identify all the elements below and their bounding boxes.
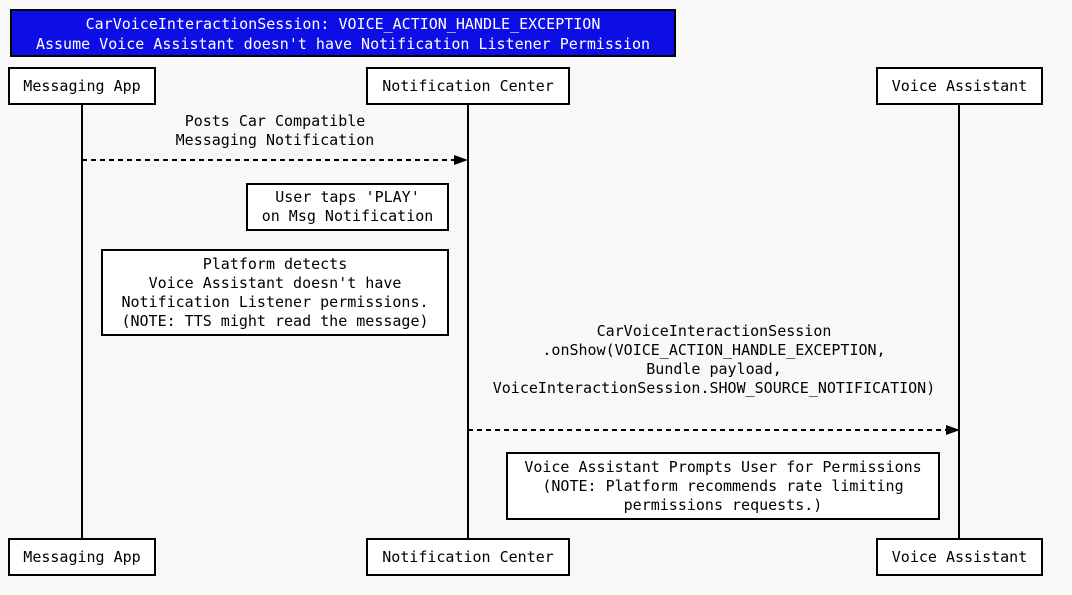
note-line: (NOTE: Platform recommends rate limiting xyxy=(542,477,904,495)
lifeline-voice-assistant xyxy=(958,105,960,538)
actor-voice-assistant-top: Voice Assistant xyxy=(876,67,1043,105)
note-line: Voice Assistant Prompts User for Permiss… xyxy=(524,458,922,476)
note-line: Notification Listener permissions. xyxy=(121,293,429,311)
actor-label: Voice Assistant xyxy=(891,548,1028,566)
note-user-taps-play: User taps 'PLAY' on Msg Notification xyxy=(246,183,449,231)
message-1-label-line1: Posts Car Compatible xyxy=(184,112,366,130)
message-1-arrow-line xyxy=(82,159,456,161)
note-line: User taps 'PLAY' xyxy=(275,188,420,206)
actor-notification-center-top: Notification Center xyxy=(366,67,570,105)
message-2-label: CarVoiceInteractionSession .onShow(VOICE… xyxy=(468,322,960,398)
actor-label: Voice Assistant xyxy=(891,77,1028,95)
note-voice-assistant-prompts: Voice Assistant Prompts User for Permiss… xyxy=(506,452,940,520)
lifeline-messaging-app xyxy=(81,105,83,538)
actor-notification-center-bottom: Notification Center xyxy=(366,538,570,576)
note-line: permissions requests.) xyxy=(623,496,823,514)
message-2-label-line1: CarVoiceInteractionSession xyxy=(596,322,832,340)
note-platform-detects: Platform detects Voice Assistant doesn't… xyxy=(101,249,449,336)
message-2-arrow-line xyxy=(468,429,946,431)
message-2-label-line4: VoiceInteractionSession.SHOW_SOURCE_NOTI… xyxy=(492,379,936,397)
actor-label: Notification Center xyxy=(382,548,554,566)
note-line: (NOTE: TTS might read the message) xyxy=(121,312,429,330)
note-line: Voice Assistant doesn't have xyxy=(148,274,402,292)
message-1-arrowhead-icon xyxy=(454,155,468,165)
message-1-label-line2: Messaging Notification xyxy=(175,131,375,149)
actor-label: Messaging App xyxy=(23,77,141,95)
actor-label: Notification Center xyxy=(382,77,554,95)
lifeline-notification-center xyxy=(467,105,469,538)
diagram-title-line1: CarVoiceInteractionSession: VOICE_ACTION… xyxy=(85,15,601,33)
note-line: Platform detects xyxy=(202,255,348,273)
diagram-title-banner: CarVoiceInteractionSession: VOICE_ACTION… xyxy=(10,9,676,57)
actor-voice-assistant-bottom: Voice Assistant xyxy=(876,538,1043,576)
actor-messaging-app-top: Messaging App xyxy=(8,67,156,105)
message-2-arrowhead-icon xyxy=(946,425,960,435)
note-line: on Msg Notification xyxy=(261,207,434,225)
diagram-title-line2: Assume Voice Assistant doesn't have Noti… xyxy=(35,35,651,53)
message-2-label-line3: Bundle payload, xyxy=(646,360,782,378)
message-2-label-line2: .onShow(VOICE_ACTION_HANDLE_EXCEPTION, xyxy=(542,341,886,359)
message-1-label: Posts Car Compatible Messaging Notificat… xyxy=(82,112,468,150)
actor-label: Messaging App xyxy=(23,548,141,566)
actor-messaging-app-bottom: Messaging App xyxy=(8,538,156,576)
